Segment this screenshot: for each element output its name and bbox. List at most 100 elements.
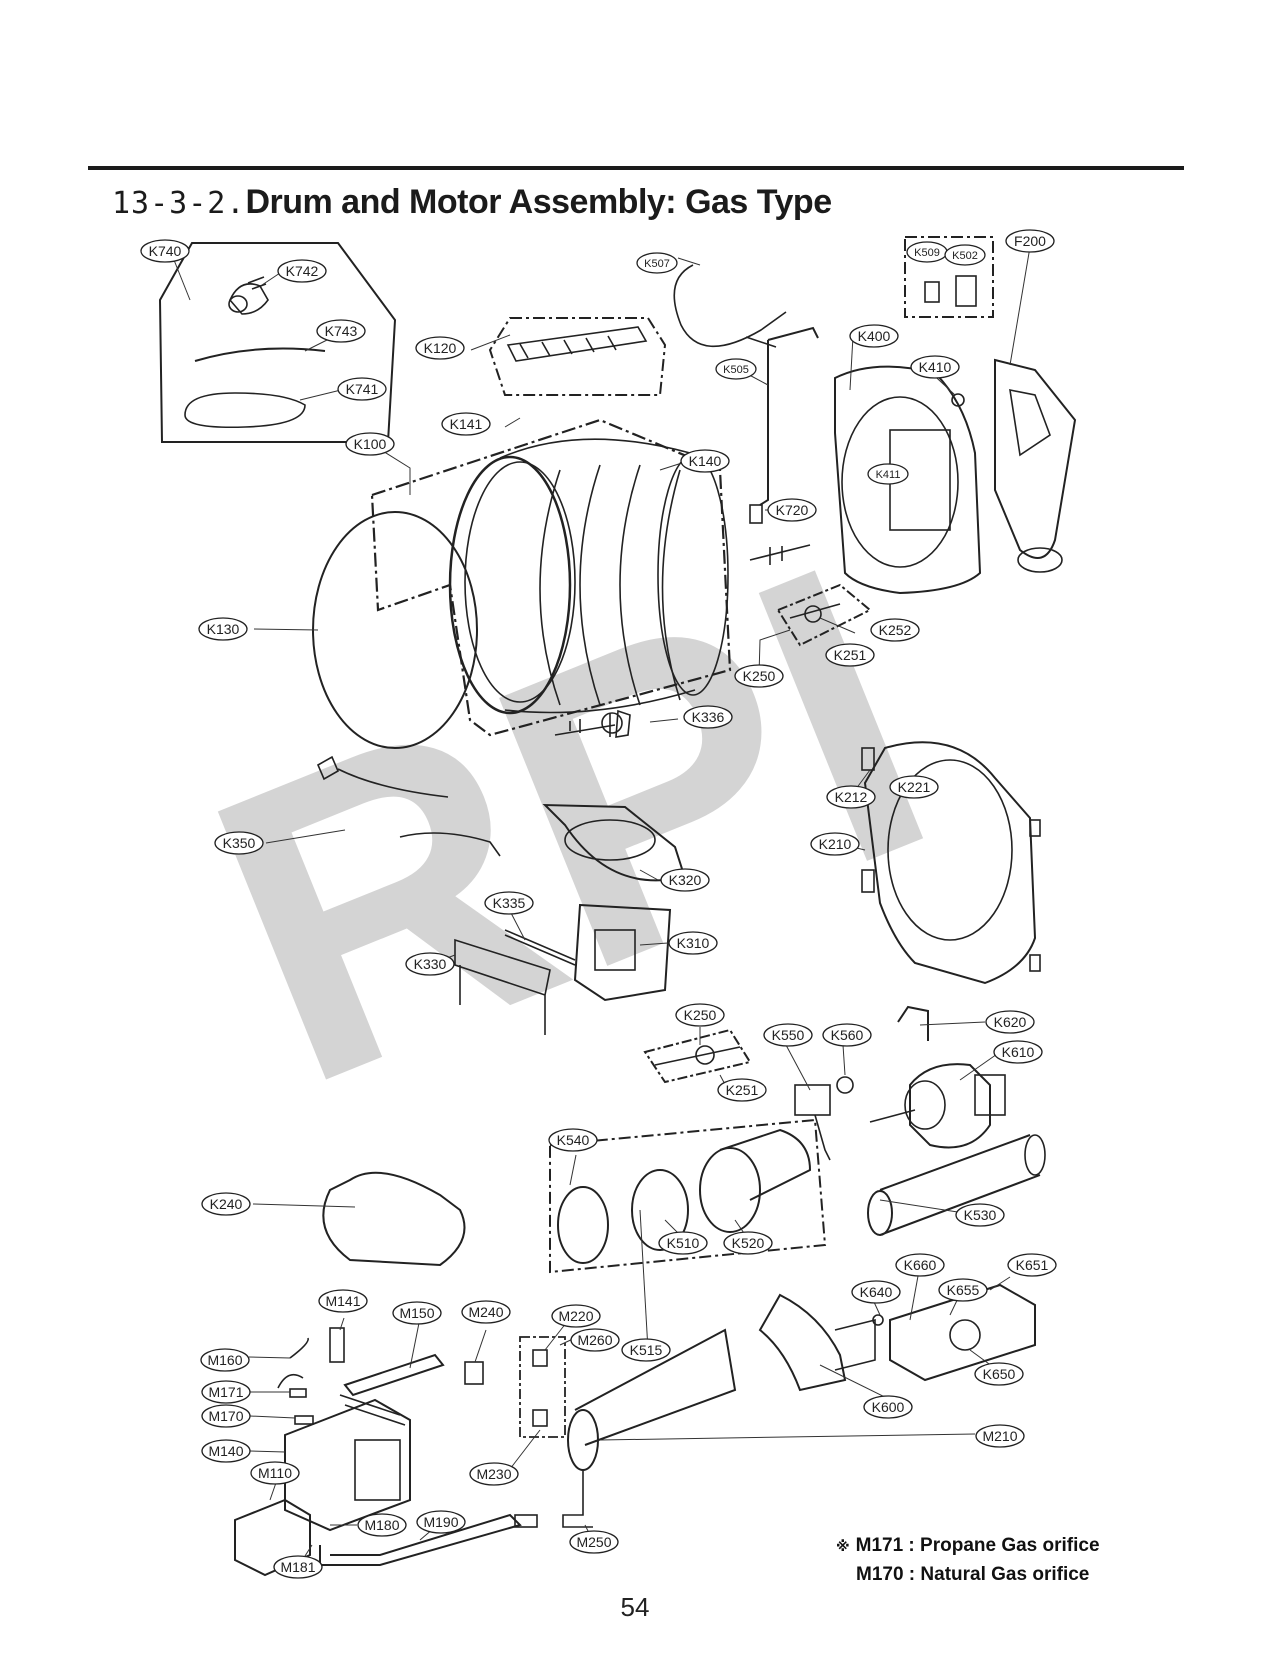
part-label-texts: K740K742K743K741K120K141K100K140K130K507… xyxy=(149,233,1049,1575)
part-label-k510: K510 xyxy=(667,1235,700,1251)
part-label-bubble xyxy=(910,355,960,379)
section-title: Drum and Motor Assembly: Gas Type xyxy=(245,183,832,221)
front-bracket-part xyxy=(834,365,982,595)
part-label-bubble xyxy=(938,1278,988,1302)
fan-housing-part xyxy=(719,1128,812,1201)
part-label-k330: K330 xyxy=(414,956,447,972)
part-label-bubble xyxy=(636,252,678,274)
part-label-k743: K743 xyxy=(325,323,358,339)
part-label-k350: K350 xyxy=(223,835,256,851)
cover-part xyxy=(573,903,672,1002)
part-label-bubble xyxy=(955,1203,1005,1227)
bracket-part xyxy=(889,1283,1036,1382)
part-label-bubble xyxy=(717,1078,767,1102)
part-label-m220: M220 xyxy=(558,1308,593,1324)
part-label-k610: K610 xyxy=(1002,1044,1035,1060)
part-label-bubble xyxy=(198,617,248,641)
duct-part xyxy=(506,326,648,362)
part-label-m230: M230 xyxy=(476,1466,511,1482)
part-label-bubble xyxy=(551,1304,601,1328)
gas-orifice-note: ※M171 : Propane Gas orifice M170 : Natur… xyxy=(836,1532,1100,1588)
part-label-bubble xyxy=(621,1338,671,1362)
part-label-k210: K210 xyxy=(819,836,852,852)
note-line-propane: M171 : Propane Gas orifice xyxy=(855,1535,1100,1556)
part-label-k505: K505 xyxy=(723,364,749,376)
part-label-bubble xyxy=(337,377,387,401)
part-label-k251: K251 xyxy=(834,647,867,663)
part-label-bubble xyxy=(316,319,366,343)
part-label-bubble xyxy=(405,952,455,976)
part-label-m150: M150 xyxy=(399,1305,434,1321)
part-label-k651: K651 xyxy=(1016,1257,1049,1273)
part-label-m180: M180 xyxy=(364,1517,399,1533)
header-rule xyxy=(88,166,1184,170)
part-label-bubble xyxy=(416,1510,466,1534)
part-label-k520: K520 xyxy=(732,1235,765,1251)
part-label-bubble xyxy=(849,324,899,348)
page-number: 54 xyxy=(620,1592,650,1622)
part-label-k310: K310 xyxy=(677,935,710,951)
part-label-m170: M170 xyxy=(208,1408,243,1424)
orifice-part xyxy=(294,1415,314,1425)
part-label-bubble xyxy=(548,1128,598,1152)
part-label-m160: M160 xyxy=(207,1352,242,1368)
part-label-m171: M171 xyxy=(208,1384,243,1400)
part-label-bubble xyxy=(723,1231,773,1255)
part-label-bubble xyxy=(484,891,534,915)
part-label-bubble xyxy=(822,1023,872,1047)
part-label-k655: K655 xyxy=(947,1282,980,1298)
part-label-bubble xyxy=(658,1231,708,1255)
page-title: 13-3-2.Drum and Motor Assembly: Gas Type xyxy=(112,183,832,222)
part-label-bubble xyxy=(469,1462,519,1486)
part-label-m181: M181 xyxy=(280,1559,315,1575)
part-label-m141: M141 xyxy=(325,1293,360,1309)
part-label-bubble xyxy=(461,1300,511,1324)
reference-mark: ※ xyxy=(836,1539,850,1555)
harness-part xyxy=(673,264,787,348)
part-label-k660: K660 xyxy=(904,1257,937,1273)
part-label-bubble xyxy=(974,1362,1024,1386)
motor-mount-part xyxy=(758,1293,847,1392)
switch-part xyxy=(955,275,977,307)
part-label-bubble xyxy=(273,1555,323,1579)
part-label-m250: M250 xyxy=(576,1534,611,1550)
part-label-bubble xyxy=(345,432,395,456)
part-label-k410: K410 xyxy=(919,359,952,375)
motor-part xyxy=(909,1063,991,1149)
part-label-k550: K550 xyxy=(772,1027,805,1043)
duct-cover-part xyxy=(322,1171,466,1267)
part-label-bubble xyxy=(392,1301,442,1325)
part-label-k720: K720 xyxy=(776,502,809,518)
part-label-m140: M140 xyxy=(208,1443,243,1459)
part-label-bubble xyxy=(277,259,327,283)
part-label-k560: K560 xyxy=(831,1027,864,1043)
part-label-k600: K600 xyxy=(872,1399,905,1415)
part-label-bubble xyxy=(570,1328,620,1352)
switch-part xyxy=(924,281,940,303)
part-label-k620: K620 xyxy=(994,1014,1027,1030)
part-label-bubble xyxy=(734,664,784,688)
part-label-m240: M240 xyxy=(468,1304,503,1320)
part-label-bubble xyxy=(870,618,920,642)
part-label-bubble xyxy=(201,1192,251,1216)
part-label-bubble xyxy=(715,358,757,380)
part-label-bubble xyxy=(683,705,733,729)
part-label-k335: K335 xyxy=(493,895,526,911)
sensor-wire-part xyxy=(277,1337,309,1389)
orifice-part xyxy=(289,1388,307,1398)
combustion-chamber-part xyxy=(574,1328,737,1446)
part-label-bubble xyxy=(668,931,718,955)
part-drawings xyxy=(158,236,1077,1577)
lamp-part xyxy=(951,393,965,407)
part-label-k250: K250 xyxy=(743,668,776,684)
part-label-k502: K502 xyxy=(952,250,978,262)
part-label-bubble xyxy=(214,831,264,855)
blower-wheel-part xyxy=(631,1169,689,1251)
part-label-bubble xyxy=(1005,229,1055,253)
tube-part xyxy=(759,326,819,506)
part-label-m210: M210 xyxy=(982,1428,1017,1444)
part-label-bubble xyxy=(201,1439,251,1463)
part-label-bubbles xyxy=(140,229,1057,1579)
part-label-m110: M110 xyxy=(258,1465,292,1481)
part-label-bubble xyxy=(867,463,909,485)
